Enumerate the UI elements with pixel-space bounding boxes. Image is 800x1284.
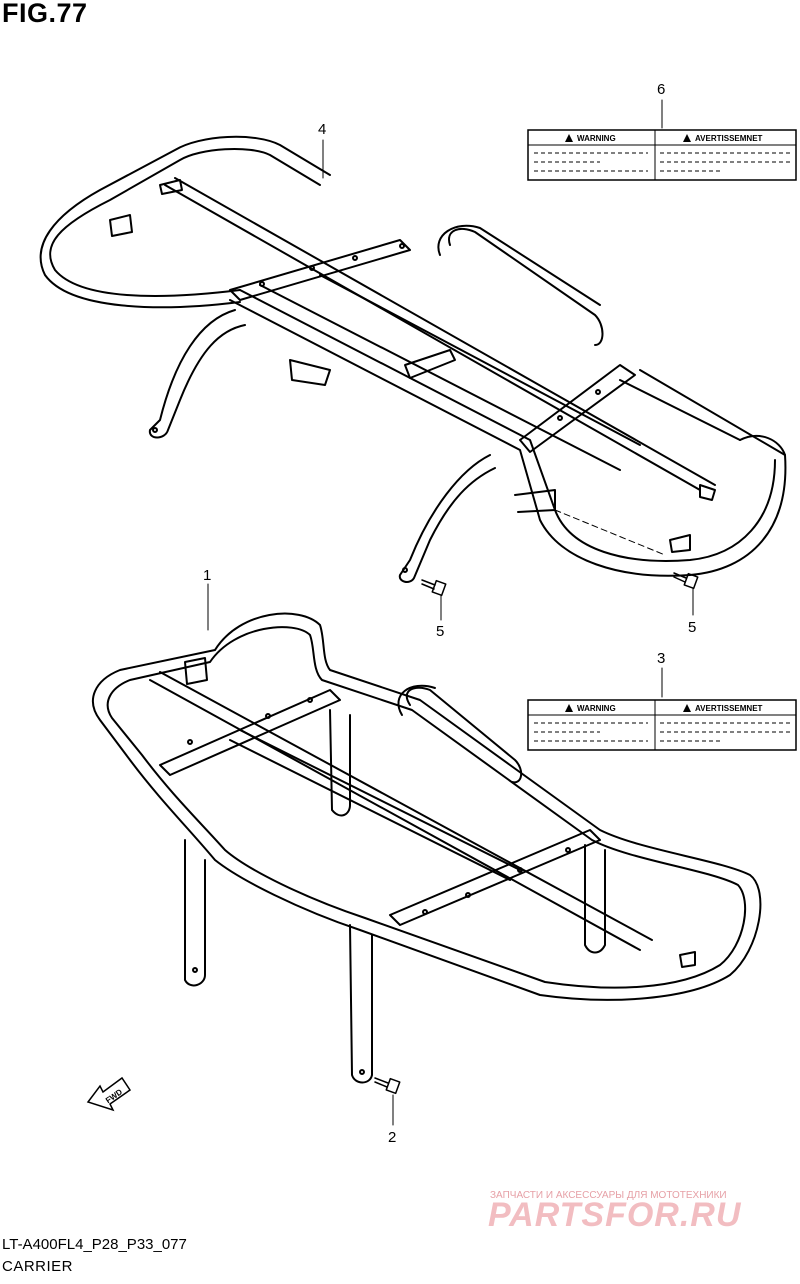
- leader-lines: [207, 99, 694, 1126]
- warning-label-part-6: WARNING AVERTISSEMNET: [527, 129, 797, 181]
- diagram-code: LT-A400FL4_P28_P33_077: [2, 1236, 187, 1253]
- bolt-part-2: [374, 1077, 401, 1095]
- label-warning-text: WARNING: [577, 134, 616, 143]
- watermark-subtitle: ЗАПЧАСТИ И АКСЕССУАРЫ ДЛЯ МОТОТЕХНИКИ: [490, 1190, 727, 1201]
- warning-icon: [683, 704, 691, 712]
- front-carrier-part-1: [91, 612, 762, 1084]
- bolt-part-5-right: [673, 572, 699, 590]
- warning-label-part-3: WARNING AVERTISSEMNET: [527, 699, 797, 751]
- diagram-caption: CARRIER: [2, 1258, 74, 1275]
- bolt-part-5-left: [421, 579, 447, 597]
- warning-icon: [565, 134, 573, 142]
- callout-5-left: 5: [436, 623, 444, 640]
- warning-icon: [565, 704, 573, 712]
- callout-5-right: 5: [688, 619, 696, 636]
- label-avertissement-text: AVERTISSEMNET: [695, 134, 763, 143]
- callout-2: 2: [388, 1129, 396, 1146]
- callout-1: 1: [203, 567, 211, 584]
- callout-3: 3: [657, 650, 665, 667]
- figure-title: FIG.77: [2, 0, 88, 28]
- watermark-logo: PARTSFOR.RU: [488, 1196, 742, 1234]
- callout-6: 6: [657, 81, 665, 98]
- label-warning-text: WARNING: [577, 704, 616, 713]
- rear-carrier-part-4: [39, 135, 787, 583]
- callout-4: 4: [318, 121, 326, 138]
- label-avertissement-text: AVERTISSEMNET: [695, 704, 763, 713]
- warning-icon: [683, 134, 691, 142]
- forward-direction-arrow: FWD: [86, 1076, 132, 1112]
